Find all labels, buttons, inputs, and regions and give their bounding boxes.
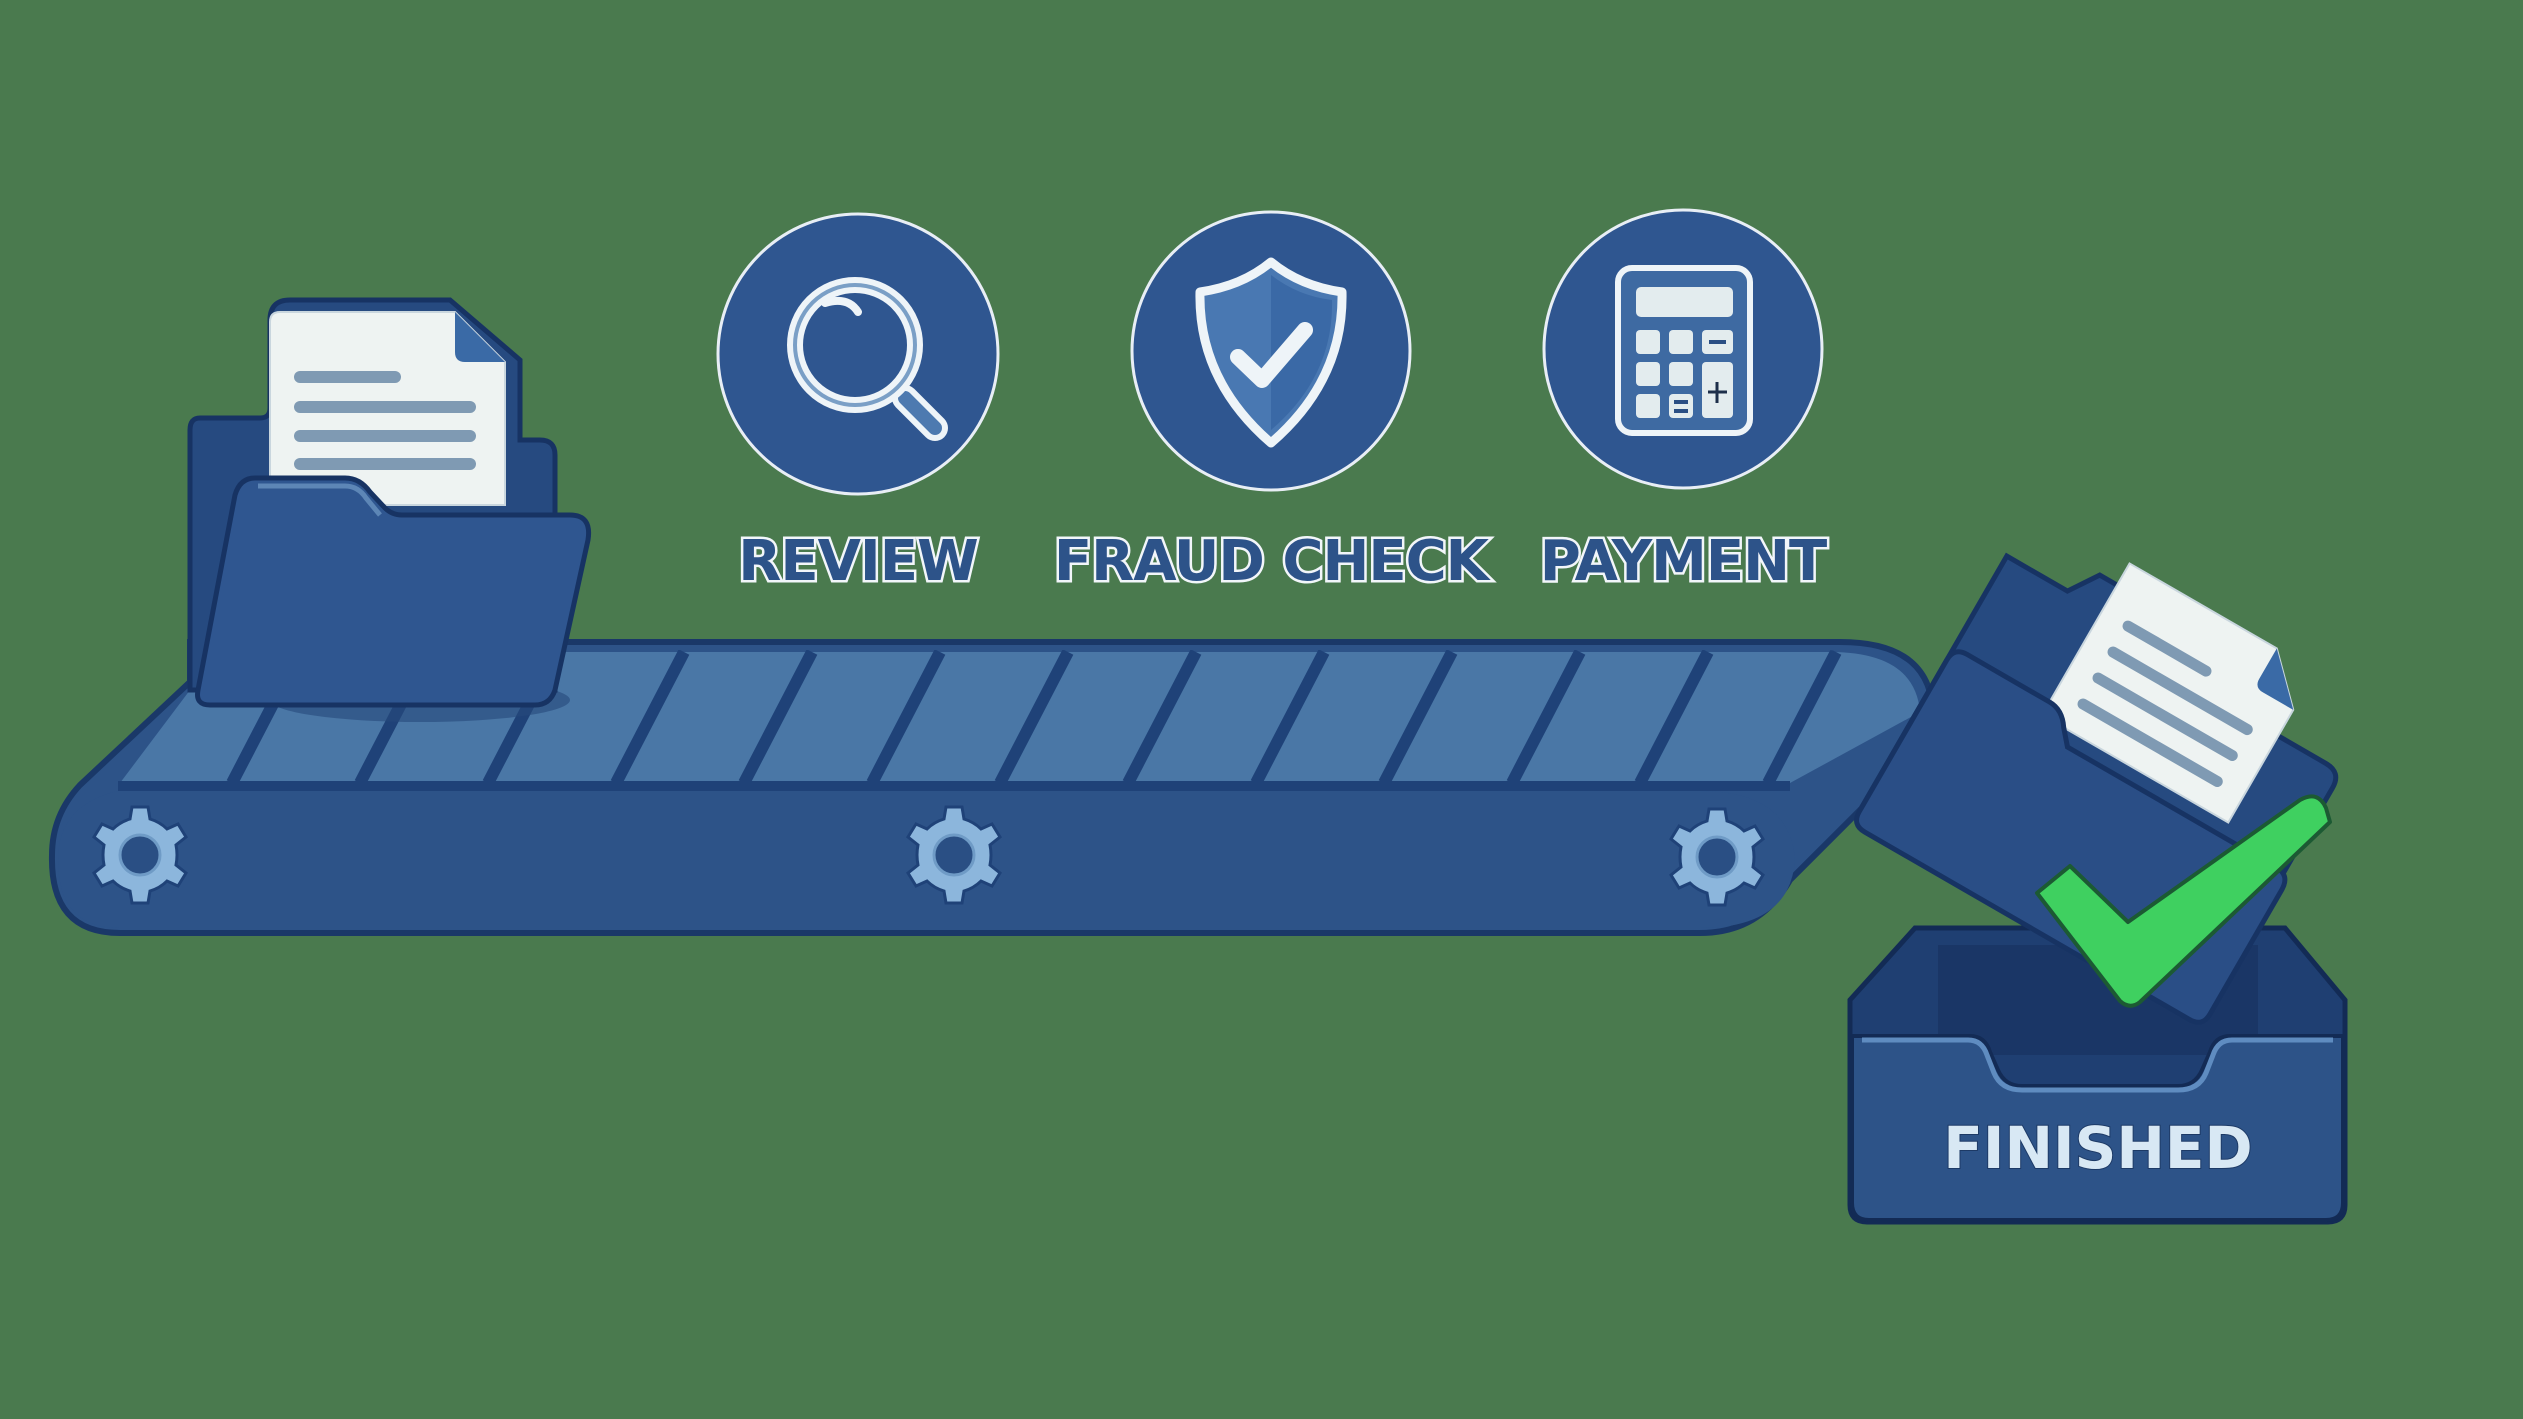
stage-label-fraud-check: FRAUD CHECK [1054, 529, 1492, 594]
stage-fraud-check: FRAUD CHECK [1051, 210, 1495, 597]
stage-payment: PAYMENT [1537, 208, 1831, 597]
tray-front: FINISHED [1850, 1034, 2345, 1222]
stage-label-review: REVIEW [738, 529, 978, 594]
stage-label-payment: PAYMENT [1540, 529, 1827, 594]
belt-surface [120, 652, 1920, 783]
document-icon [269, 311, 506, 506]
stage-review: REVIEW [716, 212, 1000, 597]
green-checkmark-icon [2035, 794, 2332, 1008]
magnifying-glass-icon [787, 277, 948, 441]
calculator-icon [1615, 265, 1753, 436]
shield-check-icon [1195, 257, 1347, 448]
folder-with-document-icon [187, 297, 592, 722]
document-icon [2040, 562, 2295, 824]
finished-label: FINISHED [1943, 1114, 2252, 1182]
